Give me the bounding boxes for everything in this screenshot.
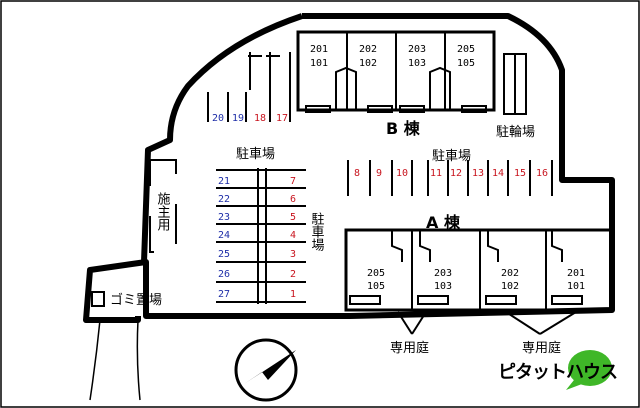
building-b-unit-lower: 102 (359, 58, 377, 69)
building-b-unit-lower: 101 (310, 58, 328, 69)
parking-stall-number: 14 (492, 168, 504, 179)
parking-stall-number: 8 (354, 168, 360, 179)
parking-upper-left-lines (207, 52, 291, 122)
building-a-unit-lower: 101 (567, 281, 585, 292)
logo-text: ピタットハウス (498, 362, 617, 383)
parking-stall-number: 10 (396, 168, 408, 179)
parking-stall-number: 6 (290, 194, 296, 205)
building-a-unit-upper: 205 (367, 268, 385, 279)
parking-stall-number: 21 (218, 176, 230, 187)
building-b-unit-lower: 105 (457, 58, 475, 69)
parking-stall-number: 9 (376, 168, 382, 179)
parking-stall-number: 26 (218, 269, 230, 280)
parking-stall-number: 1 (290, 289, 296, 300)
building-a-dividers (411, 230, 547, 310)
building-b-unit-upper: 203 (408, 44, 426, 55)
site-boundary-left (141, 13, 303, 263)
parking-grid-lines (216, 168, 306, 304)
logo: ピタットハウス (498, 350, 618, 390)
parking-stall-number: 19 (232, 113, 244, 124)
building-b-unit-upper: 202 (359, 44, 377, 55)
parking-upper-right-numbers: 8 9 10 11 12 13 14 15 16 (354, 168, 548, 179)
building-b-unit-lower: 103 (408, 58, 426, 69)
parking-stall-number: 17 (276, 113, 288, 124)
building-a-unit-upper: 202 (501, 268, 519, 279)
parking-grid-left-numbers: 21 22 23 24 25 26 27 (218, 176, 230, 300)
parking-upper-left-numbers: 20 19 18 17 (212, 113, 288, 124)
parking-stall-number: 24 (218, 230, 230, 241)
building-b-label: B 棟 (386, 119, 421, 138)
private-garden-pointers (397, 311, 577, 335)
parking-stall-number: 23 (218, 212, 230, 223)
north-arrow-icon (234, 338, 298, 402)
garbage-label: ゴミ置場 (110, 292, 162, 308)
parking-stall-number: 15 (514, 168, 526, 179)
bicycle-parking-structure (503, 53, 527, 115)
parking-stall-number: 12 (450, 168, 462, 179)
site-boundary (83, 13, 615, 323)
parking-stall-number: 2 (290, 269, 296, 280)
parking-stall-number: 27 (218, 289, 230, 300)
building-a-entrances (349, 230, 583, 305)
parking-stall-number: 18 (254, 113, 266, 124)
building-b-unit-upper: 201 (310, 44, 328, 55)
parking-stall-number: 20 (212, 113, 224, 124)
parking-grid-right-numbers: 7 6 5 4 3 2 1 (290, 176, 296, 300)
facility-label: 施主用 (155, 192, 171, 232)
parking-vertical-label: 駐車場 (309, 212, 325, 251)
parking-stall-number: 5 (290, 212, 296, 223)
private-garden-right-label: 専用庭 (522, 340, 561, 356)
parking-stall-number: 25 (218, 249, 230, 260)
building-a-unit-upper: 201 (567, 268, 585, 279)
parking-stall-number: 13 (472, 168, 484, 179)
building-a-unit-lower: 105 (367, 281, 385, 292)
building-a-label: A 棟 (426, 213, 461, 232)
building-a-units: 205 105 203 103 202 102 201 101 (367, 268, 585, 292)
access-road (89, 319, 141, 401)
building-b-units: 201 101 202 102 203 103 205 105 (310, 44, 475, 69)
parking-center-left-label: 駐車場 (236, 147, 275, 162)
building-a-unit-lower: 102 (501, 281, 519, 292)
parking-stall-number: 3 (290, 249, 296, 260)
building-b-unit-upper: 205 (457, 44, 475, 55)
building-a-unit-lower: 103 (434, 281, 452, 292)
parking-stall-number: 4 (290, 230, 296, 241)
parking-stall-number: 16 (536, 168, 548, 179)
facility-box (149, 159, 177, 253)
parking-stall-number: 7 (290, 176, 296, 187)
building-b-entrances (305, 66, 487, 113)
parking-upper-right-lines (347, 160, 553, 196)
building-a-unit-upper: 203 (434, 268, 452, 279)
private-garden-left-label: 専用庭 (390, 340, 429, 356)
bicycle-parking-label: 駐輪場 (496, 124, 535, 140)
parking-top-center-label: 駐車場 (432, 149, 471, 164)
parking-stall-number: 22 (218, 194, 230, 205)
parking-stall-number: 11 (430, 168, 442, 179)
garbage-box (91, 291, 105, 307)
